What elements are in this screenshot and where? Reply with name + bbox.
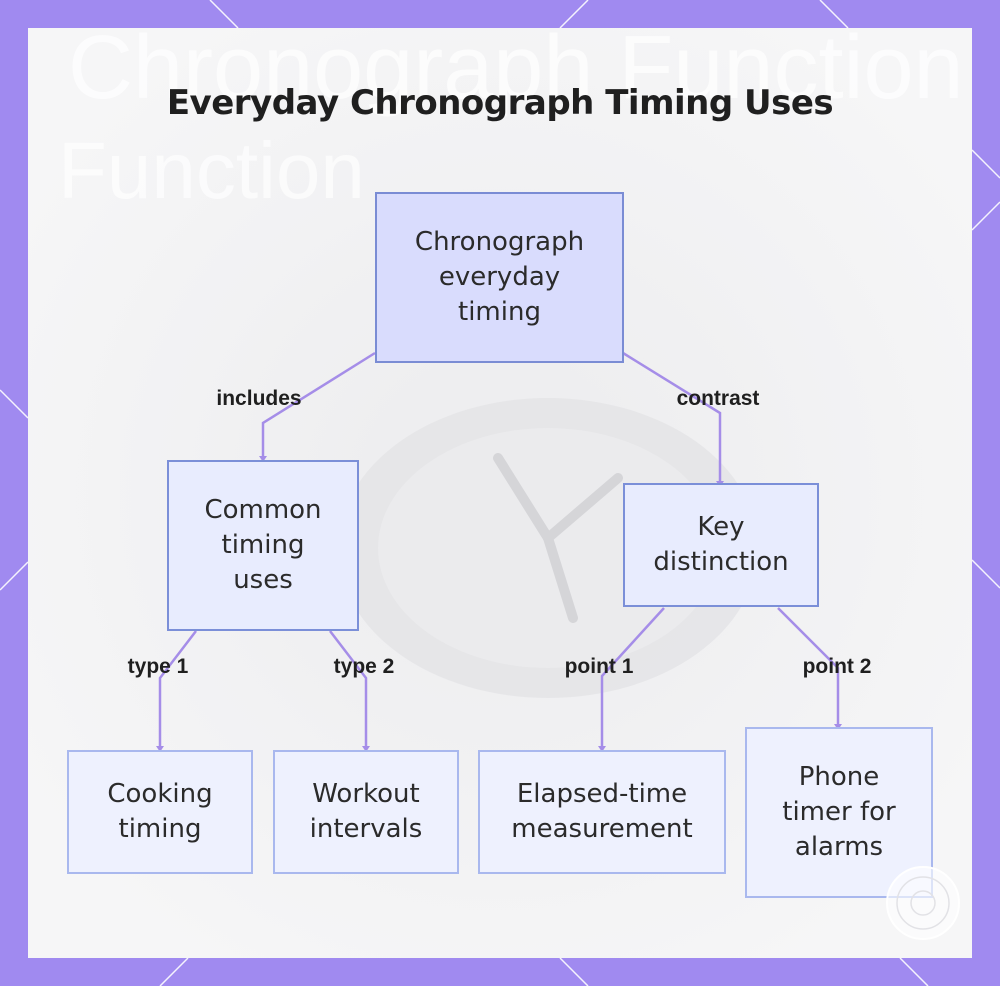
node-chronograph-everyday-timing: Chronograph everyday timing: [375, 192, 624, 363]
node-common-timing-uses: Common timing uses: [167, 460, 359, 631]
edge-type-1: [158, 630, 197, 748]
node-key-distinction: Key distinction: [623, 483, 819, 607]
seal-logo: [886, 866, 960, 940]
edge-label-type-1: type 1: [127, 655, 189, 678]
edge-point-2: [777, 607, 840, 726]
node-cooking-timing: Cooking timing: [67, 750, 253, 874]
svg-text:Function: Function: [58, 126, 365, 215]
node-label: Key distinction: [653, 512, 789, 577]
edge-label-contrast: contrast: [676, 387, 760, 410]
edge-label-point-2: point 2: [802, 655, 872, 678]
node-phone-timer-for-alarms: Phone timer for alarms: [745, 727, 933, 898]
node-label: Elapsed-time measurement: [511, 779, 693, 844]
node-label: Chronograph everyday timing: [414, 227, 585, 327]
edge-contrast: [622, 351, 722, 483]
watermark-word-1: Chronograph Function: [68, 28, 964, 118]
edge-label-includes: includes: [216, 387, 302, 410]
edge-includes: [261, 351, 376, 458]
edge-layer: [156, 351, 842, 752]
edge-label-point-1: point 1: [564, 655, 634, 678]
node-label: Phone timer for alarms: [782, 762, 896, 862]
edge-label-type-2: type 2: [333, 655, 395, 678]
diagram-panel: Chronograph Function Function Everyday C…: [28, 28, 972, 958]
node-workout-intervals: Workout intervals: [273, 750, 459, 874]
node-elapsed-time-measurement: Elapsed-time measurement: [478, 750, 726, 874]
node-label: Cooking timing: [107, 779, 213, 844]
diagram-title: Everyday Chronograph Timing Uses: [166, 83, 834, 123]
node-label: Workout intervals: [309, 779, 423, 844]
edge-type-2: [329, 630, 368, 748]
node-label: Common timing uses: [204, 495, 322, 595]
edge-point-1: [600, 607, 665, 748]
